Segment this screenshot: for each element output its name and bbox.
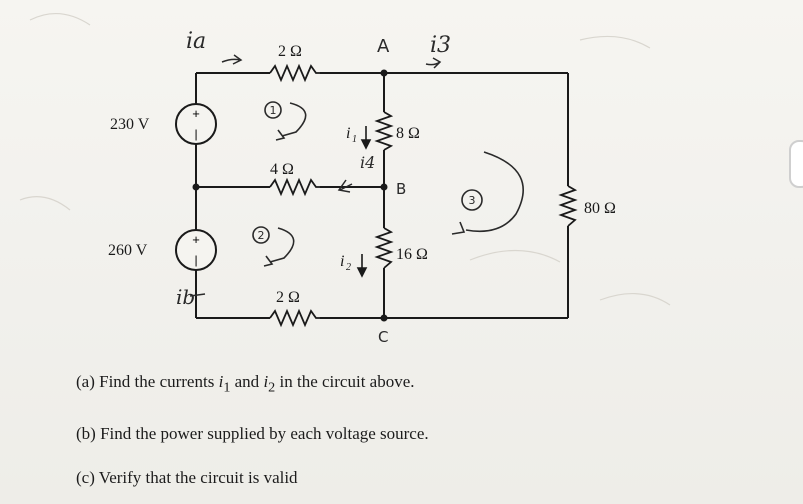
- source-plus-sign: +: [192, 106, 200, 121]
- label-r-8ohm: 8 Ω: [396, 125, 420, 142]
- source-minus-sign: |: [194, 127, 197, 141]
- background-scribbles: [19, 12, 671, 306]
- handwritten-i3: i3: [430, 33, 451, 58]
- arrow-i2-head: [356, 267, 368, 278]
- loop-2-symbol: [252, 226, 295, 267]
- loop-1-symbol: [264, 101, 307, 141]
- node-left-mid: [192, 183, 200, 191]
- circuit-diagram: + | + | 230 V 260 V 2 Ω 4 Ω 2 Ω 8 Ω 16 Ω…: [19, 12, 671, 346]
- voltage-source-230v: + |: [175, 103, 217, 145]
- resistor-vertical-8ohm: [374, 111, 394, 151]
- question-a-sub1: 1: [223, 379, 231, 396]
- source-minus-sign: |: [194, 253, 197, 267]
- question-a-sub2: 2: [268, 379, 276, 396]
- label-i2: i: [340, 253, 344, 270]
- node-b: [380, 183, 388, 191]
- voltage-source-260v: + |: [175, 229, 217, 271]
- question-c: (c) Verify that the circuit is valid: [76, 468, 298, 487]
- loop-1-number: 1: [270, 104, 277, 117]
- question-a-i1: i: [218, 372, 224, 391]
- handwritten-arrow-ib: [189, 293, 206, 297]
- loop-3-symbol: [451, 151, 524, 235]
- label-i1-subscript: 1: [352, 134, 357, 145]
- handwritten-arrows: [189, 54, 442, 297]
- question-b: (b) Find the power supplied by each volt…: [76, 424, 429, 443]
- handwritten-node-b: B: [396, 180, 406, 198]
- circuit-wires: [195, 72, 569, 319]
- question-a-prefix: (a) Find the currents: [76, 372, 219, 391]
- source-plus-sign: +: [192, 232, 200, 247]
- question-a: (a) Find the currents i1 and i2 in the c…: [76, 372, 415, 396]
- page-edge-clip: [789, 140, 803, 188]
- node-a: [380, 69, 388, 77]
- handwritten-ib: ib: [176, 285, 195, 309]
- loop-2-number: 2: [258, 229, 265, 242]
- label-r-bottom: 2 Ω: [276, 289, 300, 306]
- resistor-vertical-16ohm: [374, 227, 394, 269]
- handwritten-ia: ia: [186, 29, 206, 54]
- node-c: [380, 314, 388, 322]
- handwritten-arrow-i4: [339, 183, 353, 191]
- handwritten-i4: i4: [360, 153, 375, 172]
- label-r-top: 2 Ω: [278, 43, 302, 60]
- label-r-80ohm: 80 Ω: [584, 200, 616, 217]
- label-260v: 260 V: [108, 242, 148, 259]
- label-230v: 230 V: [110, 116, 150, 133]
- handwritten-node-c: C: [378, 328, 388, 346]
- label-i2-subscript: 2: [346, 262, 351, 273]
- handwritten-node-a: A: [377, 36, 390, 57]
- resistor-top-2ohm: [269, 63, 320, 83]
- resistor-bottom-2ohm: [269, 308, 320, 328]
- question-a-suffix: in the circuit above.: [275, 372, 415, 391]
- label-r-16ohm: 16 Ω: [396, 246, 428, 263]
- label-i1: i: [346, 125, 350, 142]
- handwritten-arrow-ia: [221, 58, 241, 63]
- resistor-mid-4ohm: [269, 177, 320, 197]
- question-a-and: and: [230, 372, 264, 391]
- question-a-i2: i: [263, 372, 269, 391]
- resistor-right-80ohm: [558, 185, 578, 227]
- circuit-nodes: [192, 69, 388, 322]
- arrow-i1-head: [360, 139, 372, 150]
- loop-3-number: 3: [469, 194, 476, 207]
- label-r-mid: 4 Ω: [270, 161, 294, 178]
